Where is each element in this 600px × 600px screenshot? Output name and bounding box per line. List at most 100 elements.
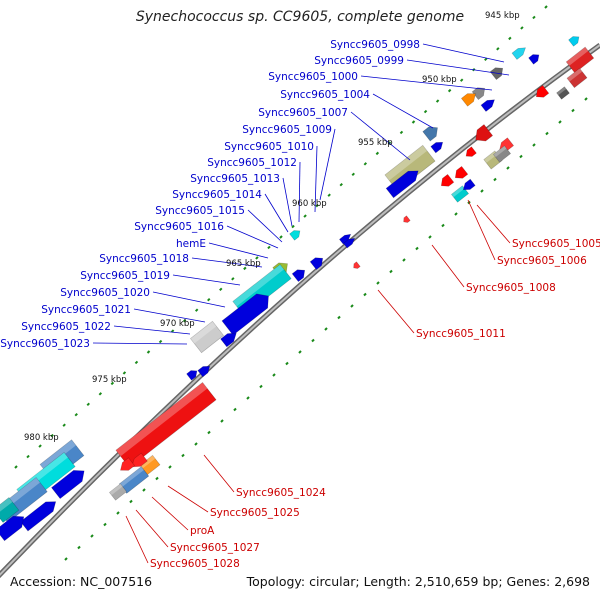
reverse-leader [377, 289, 415, 334]
reverse-gene-4 [475, 124, 494, 142]
forward-leader [191, 257, 263, 268]
inner-tick [363, 292, 367, 297]
outer-tick [86, 402, 90, 406]
inner-tick [116, 511, 120, 515]
inner-tick [324, 327, 328, 331]
accession-label: Accession: NC_007516 [10, 574, 153, 589]
inner-tick [480, 189, 484, 193]
kbp-label: 945 kbp [485, 11, 520, 21]
outer-tick [291, 224, 295, 229]
outer-tick [243, 266, 247, 271]
outer-tick [411, 120, 416, 124]
reverse-gene-2 [535, 84, 550, 98]
forward-gene-16 [221, 293, 269, 336]
outer-tick [62, 423, 66, 427]
inner-tick [493, 177, 497, 182]
forward-leader [226, 225, 279, 249]
kbp-label: 955 kbp [358, 138, 393, 148]
outer-tick [146, 350, 151, 354]
outer-tick [423, 109, 428, 114]
inner-tick [454, 212, 458, 216]
inner-tick [259, 384, 263, 389]
reverse-leader [135, 509, 169, 548]
inner-tick [376, 281, 380, 285]
outer-tick [315, 203, 319, 208]
reverse-gene-6 [465, 146, 477, 157]
inner-tick [181, 453, 185, 458]
inner-tick [64, 557, 68, 561]
outer-tick [520, 26, 524, 30]
forward-leader [247, 209, 283, 243]
forward-gene-27 [20, 501, 57, 532]
forward-leader [422, 43, 505, 63]
inner-tick [441, 223, 445, 228]
forward-gene-label: Syncc9605_1016 [134, 221, 224, 233]
inner-tick [233, 407, 237, 412]
reverse-leader [167, 485, 209, 513]
reverse-gene-label: Syncc9605_1005 [512, 238, 600, 250]
outer-tick [459, 78, 464, 82]
forward-leader [406, 59, 510, 76]
inner-tick [584, 97, 588, 101]
forward-gene-label: Syncc9605_1023 [0, 338, 90, 350]
inner-tick [194, 442, 198, 446]
forward-gene-18 [309, 257, 324, 271]
reverse-leader [151, 496, 189, 531]
forward-gene-label: Syncc9605_0998 [330, 39, 420, 51]
inner-tick [90, 534, 94, 538]
reverse-gene-12 [462, 178, 476, 191]
inner-tick [129, 499, 133, 504]
outer-tick [339, 183, 343, 187]
outer-tick [134, 360, 139, 365]
forward-leader [133, 308, 206, 323]
forward-gene-8 [430, 141, 444, 154]
forward-leader [372, 93, 434, 129]
forward-gene-label: Syncc9605_1012 [207, 157, 297, 169]
inner-tick [350, 304, 354, 308]
outer-tick [399, 130, 404, 135]
inner-tick [220, 419, 224, 423]
outer-tick [351, 172, 355, 176]
reverse-leader [125, 515, 149, 564]
reverse-gene-label: Syncc9605_1028 [150, 558, 240, 570]
reverse-gene-13 [403, 215, 411, 223]
inner-tick [103, 522, 107, 527]
inner-tick [532, 143, 536, 147]
reverse-leader [467, 199, 496, 261]
gene-labels: Syncc9605_0998Syncc9605_0999Syncc9605_10… [0, 39, 600, 570]
forward-gene-label: Syncc9605_1010 [224, 141, 314, 153]
reverse-leader [476, 204, 511, 244]
reverse-gene-label: Syncc9605_1008 [466, 282, 556, 294]
forward-gene-label: Syncc9605_1007 [258, 107, 348, 119]
outer-tick [532, 15, 536, 20]
forward-gene-19 [190, 320, 224, 354]
forward-gene-label: Syncc9605_1009 [242, 124, 332, 136]
outer-tick [447, 88, 452, 93]
inner-tick [428, 235, 432, 239]
forward-gene-label: hemE [176, 238, 206, 250]
forward-gene-label: Syncc9605_1014 [172, 189, 262, 201]
label-leader-lines [92, 43, 511, 564]
outer-tick [363, 162, 368, 166]
inner-tick [207, 430, 211, 435]
kbp-label: 980 kbp [24, 433, 59, 443]
outer-tick [435, 99, 440, 103]
genome-summary: Topology: circular; Length: 2,510,659 bp… [246, 574, 590, 589]
kbp-label: 975 kbp [92, 375, 127, 385]
inner-tick [506, 166, 510, 170]
outer-tick [98, 392, 103, 396]
kbp-label: 965 kbp [226, 259, 261, 269]
outer-tick [207, 298, 211, 302]
reverse-leader [203, 454, 235, 493]
reverse-gene-label: Syncc9605_1006 [497, 255, 587, 267]
forward-leader [92, 342, 188, 345]
forward-gene-label: Syncc9605_1021 [41, 304, 131, 316]
reverse-gene-15 [115, 382, 217, 468]
forward-gene-6 [480, 99, 495, 112]
reverse-gene-11 [450, 185, 470, 203]
inner-tick [545, 131, 549, 136]
forward-gene-11 [339, 233, 352, 245]
inner-tick [77, 545, 81, 550]
